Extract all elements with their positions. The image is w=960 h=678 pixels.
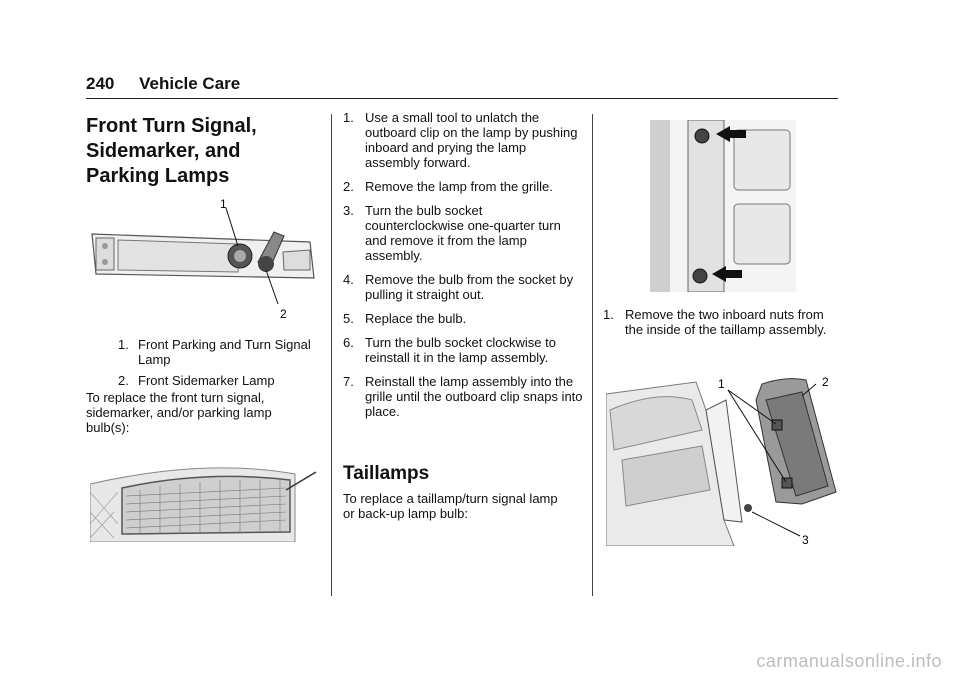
step-item: 4.Remove the bulb from the socket by pul… [343,272,574,302]
column-divider-1 [331,114,332,596]
column-divider-2 [592,114,593,596]
step-item: 1.Remove the two inboard nuts from the i… [603,307,827,337]
figure-callout-2: 2 [822,375,829,389]
figure-taillamp-nuts [650,120,796,292]
taillamps-intro: To replace a taillamp/turn signal lamp o… [343,491,558,521]
figure-callout-1: 1 [220,197,227,211]
watermark-text: carmanualsonline.info [756,651,942,671]
step-item: 3.Turn the bulb socket counterclockwise … [343,203,561,263]
figure-taillamp-removal: 1 2 3 [606,370,842,546]
column-1: Front Turn Signal, Sidemarker, and Parki… [86,114,318,189]
figure-callout-2: 2 [280,307,287,321]
page-number: 240 [86,74,115,93]
step-item: 2.Remove the lamp from the grille. [343,179,553,194]
step-item: 7.Reinstall the lamp assembly into the g… [343,374,583,419]
figure-grille [90,462,320,542]
section-title-taillamps: Taillamps [343,463,430,484]
section-title-front-lamps: Front Turn Signal, Sidemarker, and Parki… [86,115,257,187]
figure-legend: 1.Front Parking and Turn Signal Lamp 2.F… [90,337,320,394]
running-header: 240 Vehicle Care [86,74,240,94]
figure-callout-1: 1 [718,377,725,391]
legend-item: 1.Front Parking and Turn Signal Lamp [118,337,311,367]
lamp-replacement-steps: 1.Use a small tool to unlatch the outboa… [343,110,583,419]
legend-item: 2.Front Sidemarker Lamp [118,373,275,388]
column-3-steps: 1.Remove the two inboard nuts from the i… [603,307,843,346]
column-2: 1.Use a small tool to unlatch the outboa… [343,110,583,428]
figure-callout-3: 3 [802,533,809,546]
step-item: 1.Use a small tool to unlatch the outboa… [343,110,578,170]
front-lamp-intro: To replace the front turn signal, sidema… [86,390,272,435]
header-rule [86,98,838,99]
step-item: 5.Replace the bulb. [343,311,467,326]
step-item: 6.Turn the bulb socket clockwise to rein… [343,335,556,365]
header-section-title: Vehicle Care [139,74,241,93]
figure-lamp-assembly: 1 2 [88,196,320,322]
